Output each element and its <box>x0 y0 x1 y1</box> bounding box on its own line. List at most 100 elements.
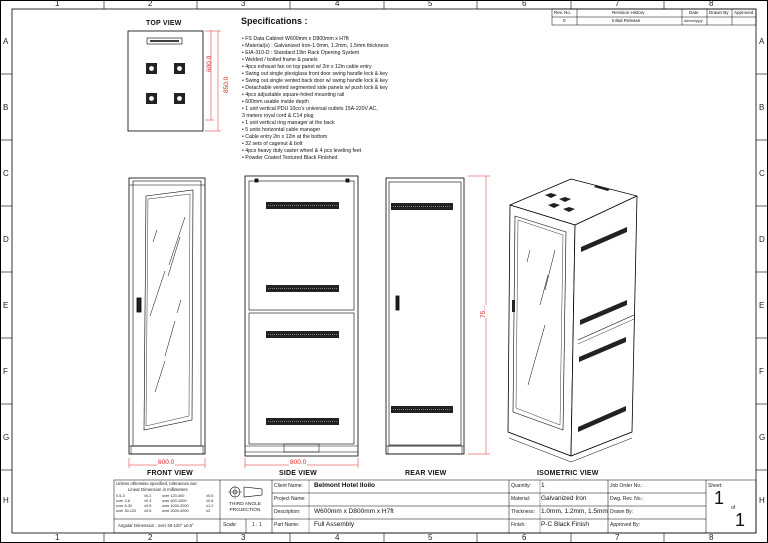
zone-row-e: E <box>3 301 9 310</box>
zone-row-c: C <box>3 169 9 178</box>
job-order-label: Job Order No.: <box>610 483 643 489</box>
approved-by-label: Approved By: <box>610 522 641 528</box>
drawn-by-label: Drawn By: <box>610 509 634 515</box>
zone-col-7-bottom: 7 <box>615 533 620 542</box>
spec-line: • Detachable vented segmented side panel… <box>242 85 388 91</box>
tolerance-cell: over 30-120 <box>116 509 137 513</box>
rev-header-approved: Approved <box>734 10 754 15</box>
zone-col-7: 7 <box>615 0 620 8</box>
scale-label: Scale: <box>223 522 237 528</box>
spec-line: • EIA-310-D : Standard 19in Rack Opening… <box>242 50 360 56</box>
zone-col-1: 1 <box>55 0 60 8</box>
spec-line: • 5 units horizontal cable manager <box>242 127 321 133</box>
zone-row-f: F <box>3 367 8 376</box>
zone-row-e-right: E <box>759 301 765 310</box>
zone-col-5-bottom: 5 <box>428 533 433 542</box>
top-depth-dimension: 850.0 <box>223 76 230 93</box>
tolerance-cell: ±0.8 <box>206 499 214 503</box>
rear-view-drawing <box>385 177 465 455</box>
description-value: W600mm x D800mm x H7ft <box>314 508 394 515</box>
rev-row-no: 0 <box>563 18 566 23</box>
spec-line: • 32 sets of cagenut & bolt <box>242 141 303 147</box>
revision-table-grid <box>551 8 757 26</box>
tolerance-table: 0.5-3 ±0.2 over 120-400 ±0.5 over 3-6 ±0… <box>116 494 218 518</box>
spec-line: • 4pcs exhaust fan on top panel w/ 2in x… <box>242 64 372 70</box>
project-label: Project Name: <box>274 496 306 502</box>
tolerance-cell: over 400-1000 <box>162 499 187 503</box>
tolerance-cell: over 3-6 <box>116 499 130 503</box>
zone-col-3: 3 <box>241 0 246 8</box>
top-view-drawing <box>127 30 204 132</box>
zone-col-5: 5 <box>428 0 433 8</box>
zone-col-8-bottom: 8 <box>709 533 714 542</box>
spec-line: • Welded / bolted frame & panels <box>242 57 318 63</box>
zone-row-b-right: B <box>759 103 765 112</box>
side-view-drawing <box>244 175 359 457</box>
rev-row-date: dd/mm/yyyy <box>684 19 703 23</box>
quantity-label: Quantity: <box>511 483 532 489</box>
spec-line: • Powder Coated Textured Black Finished <box>242 155 338 161</box>
zone-col-2-bottom: 2 <box>148 533 153 542</box>
sheet-label: Sheet: <box>708 483 723 489</box>
zone-row-g-right: G <box>759 433 766 442</box>
description-label: Description: <box>274 509 301 515</box>
front-width-dimension: 600.0 <box>157 459 176 466</box>
zone-row-h: H <box>3 496 9 505</box>
spec-line: • 600mm usable inside depth <box>242 99 309 105</box>
rev-header-history: Revision History <box>612 10 645 15</box>
tolerance-cell: over 2000-4000 <box>162 509 189 513</box>
zone-col-4: 4 <box>335 0 340 8</box>
part-label: Part Name: <box>274 522 300 528</box>
rev-header-no: Rev. No. <box>554 10 572 15</box>
spec-line: • FS Data Cabinet W600mm x D800mm x H7ft <box>242 36 349 42</box>
zone-row-d-right: D <box>759 235 765 244</box>
top-view-title: TOP VIEW <box>146 20 182 27</box>
scale-value: 1 : 1 <box>252 522 262 528</box>
tolerance-cell: 0.5-3 <box>116 494 125 498</box>
sheet-number: 1 <box>714 488 725 508</box>
zone-row-b: B <box>3 103 9 112</box>
quantity-value: 1 <box>541 482 545 489</box>
tolerance-cell: over 6-30 <box>116 504 133 508</box>
front-view-title: FRONT VIEW <box>147 470 193 477</box>
tolerance-cell: over 120-400 <box>162 494 185 498</box>
rev-header-drawn: Drawn By <box>709 10 729 15</box>
spec-line: • Swing out single plexiglass front door… <box>242 71 388 77</box>
thickness-label: Thickness: <box>511 509 535 515</box>
spec-line: • 1 unit vertical PDU 10co's universal o… <box>242 106 378 112</box>
sheet-of: of <box>731 505 736 511</box>
tolerance-cell: over 1000-2000 <box>162 504 189 508</box>
part-value: Full Assembly <box>314 521 355 528</box>
tolerance-cell: ±0.5 <box>206 494 214 498</box>
zone-row-a: A <box>3 37 9 46</box>
side-depth-dimension: 800.0 <box>289 459 308 466</box>
isometric-view-drawing <box>507 178 638 463</box>
angular-dimension: Angular Dimension : over 30-120° ±0.5° <box>118 523 194 528</box>
front-view-drawing <box>128 177 206 455</box>
top-view-dimension-lines <box>205 30 221 132</box>
zone-row-d: D <box>3 235 9 244</box>
side-view-title: SIDE VIEW <box>279 470 317 477</box>
top-width-dimension: 600.0 <box>206 55 213 72</box>
finish-value: P-C Black Finish <box>541 521 590 528</box>
spec-line: • Swing out single vented back door w/ s… <box>242 78 388 84</box>
zone-col-2: 2 <box>148 0 153 8</box>
zone-col-6: 6 <box>522 0 527 8</box>
spec-line: • 4pcs adjustable square-holed mounting … <box>242 92 345 98</box>
zone-row-c-right: C <box>759 169 765 178</box>
specs-title: Specifications : <box>241 16 308 26</box>
tolerance-cell: ±2 <box>206 509 211 513</box>
dwg-rev-label: Dwg. Rev. No.: <box>610 496 644 502</box>
projection-label: THIRD ANGLE PROJECTION <box>229 502 261 513</box>
spec-line: • 4pcs heavy duty caster wheel & 4 pcs l… <box>242 148 362 154</box>
spec-line: • Material(s) : Galvanized Iron-1.0mm, 1… <box>242 43 389 49</box>
isometric-view-title: ISOMETRIC VIEW <box>537 470 599 477</box>
tolerance-cell: ±0.2 <box>144 494 152 498</box>
rev-row-history: Initial Release <box>612 18 641 23</box>
client-value: Belmont Hotel Iloilo <box>314 482 376 489</box>
height-dimension: 75... <box>480 305 487 318</box>
projection-symbol <box>228 485 263 499</box>
rev-header-date: Date <box>689 10 699 15</box>
